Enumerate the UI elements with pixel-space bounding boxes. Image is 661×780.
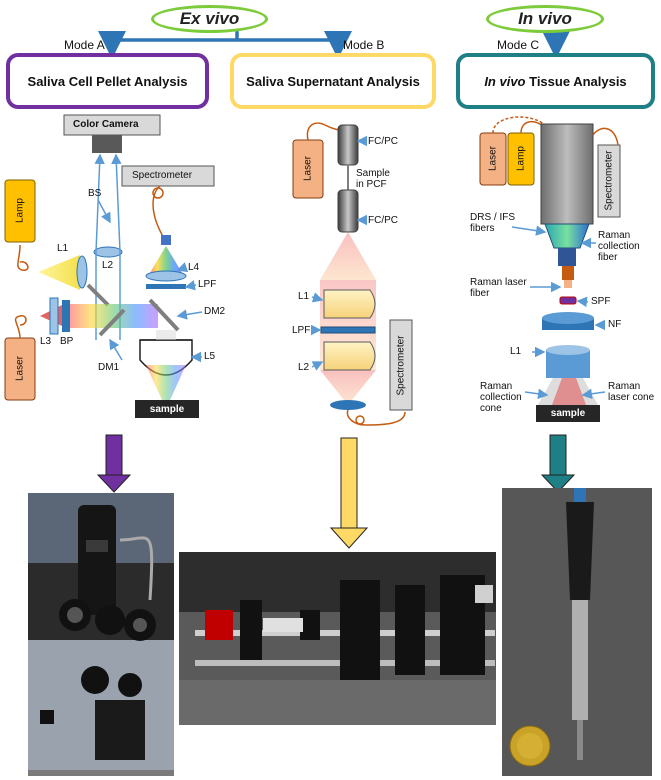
panel-b-title: Saliva Supernatant Analysis xyxy=(236,59,430,103)
l5-label: L5 xyxy=(204,351,216,362)
mode-b-label: Mode B xyxy=(343,38,385,52)
ex-vivo-oval: Ex vivo xyxy=(151,5,268,33)
lamp-a-label: Lamp xyxy=(14,198,26,224)
spectrometer-box-a xyxy=(121,165,215,187)
raman-laser-cone-label: Raman laser cone xyxy=(608,381,655,403)
panel-c-title-rest: Tissue Analysis xyxy=(525,73,627,89)
lpf-a-label: LPF xyxy=(198,279,217,290)
lamp-c-label: Lamp xyxy=(515,146,527,172)
photo-mode-a xyxy=(28,493,174,776)
sample-c-label: sample xyxy=(550,408,586,419)
down-arrow-teal xyxy=(540,434,576,493)
panel-a-title: Saliva Cell Pellet Analysis xyxy=(12,59,203,103)
mode-connectors xyxy=(98,30,570,59)
bp-label: BP xyxy=(60,336,74,347)
mode-c-diagram xyxy=(479,116,621,422)
l4-label: L4 xyxy=(188,262,200,273)
raman-laser-fiber-label: Raman laser fiber xyxy=(470,277,527,299)
mode-b-diagram xyxy=(292,122,413,426)
l2-a-label: L2 xyxy=(102,260,114,271)
photo-mode-c xyxy=(502,488,652,776)
sample-a-label: sample xyxy=(149,404,185,415)
fcpc-top-label: FC/PC xyxy=(368,136,398,147)
spectrometer-b-label: Spectrometer xyxy=(395,335,407,396)
spectrometer-c-label: Spectrometer xyxy=(603,150,615,211)
ex-vivo-label: Ex vivo xyxy=(179,9,240,28)
laser-b-label: Laser xyxy=(302,156,314,182)
spectrometer-box-c xyxy=(597,144,621,218)
raman-collection-fiber-label: Raman collection fiber xyxy=(598,230,640,263)
panel-c-title-italic: In vivo xyxy=(484,73,526,89)
l1-a-label: L1 xyxy=(57,243,69,254)
lamp-a xyxy=(4,179,36,243)
dm2-label: DM2 xyxy=(204,306,226,317)
sample-box-c xyxy=(536,405,600,422)
in-vivo-label: In vivo xyxy=(518,9,572,28)
in-vivo-oval: In vivo xyxy=(486,5,604,33)
mode-c-label: Mode C xyxy=(497,38,540,52)
sample-box-a xyxy=(135,400,199,418)
spf-label: SPF xyxy=(591,296,611,307)
l1-c-label: L1 xyxy=(510,346,522,357)
l3-label: L3 xyxy=(40,336,52,347)
nf-label: NF xyxy=(608,319,622,330)
panel-c-title: In vivo Tissue Analysis xyxy=(462,59,649,103)
photo-mode-b xyxy=(179,552,496,725)
l1-b-label: L1 xyxy=(298,291,310,302)
spectrometer-a-label: Spectrometer xyxy=(132,170,193,181)
bs-label: BS xyxy=(88,188,102,199)
down-arrow-purple xyxy=(96,434,132,493)
drs-ifs-label: DRS / IFS fibers xyxy=(470,212,516,234)
callout-arrows xyxy=(97,135,606,399)
spectrometer-box-b xyxy=(389,319,413,411)
dm1-label: DM1 xyxy=(98,362,120,373)
laser-a-label: Laser xyxy=(14,356,26,382)
down-arrow-yellow xyxy=(329,437,369,549)
mode-a-diagram xyxy=(4,114,215,418)
sample-pcf-label: Sample in PCF xyxy=(356,168,390,190)
lpf-b-label: LPF xyxy=(292,325,311,336)
raman-collection-cone-label: Raman collection cone xyxy=(480,381,522,414)
color-camera-label: Color Camera xyxy=(73,119,139,130)
laser-c-label: Laser xyxy=(487,146,499,172)
mode-a-label: Mode A xyxy=(64,38,105,52)
l2-b-label: L2 xyxy=(298,362,310,373)
fcpc-bottom-label: FC/PC xyxy=(368,215,398,226)
